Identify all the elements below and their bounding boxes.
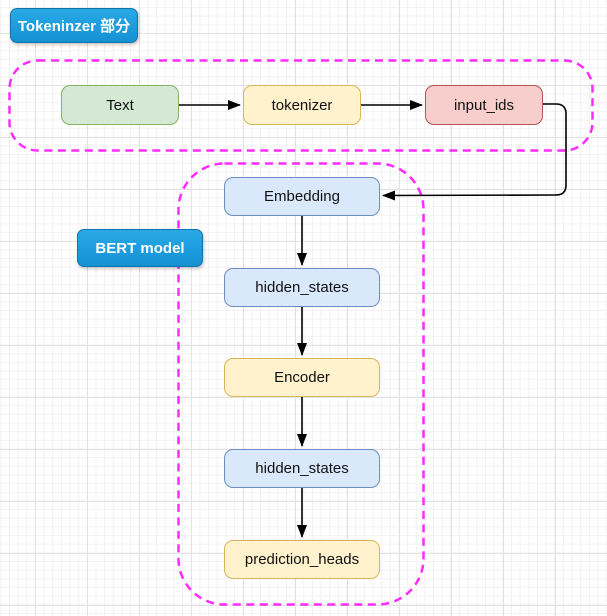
node-input-ids-label: input_ids	[453, 96, 515, 114]
node-hidden-states-1[interactable]: hidden_states	[224, 268, 380, 307]
node-prediction-heads-label: prediction_heads	[244, 551, 360, 568]
node-tokenizer[interactable]: tokenizer	[243, 85, 361, 125]
bert-group-outline	[177, 162, 425, 606]
bert-group-badge[interactable]: BERT model	[77, 229, 203, 267]
node-embedding-label: Embedding	[264, 188, 340, 205]
node-text-label: Text	[106, 96, 134, 114]
node-tokenizer-label: tokenizer	[271, 96, 333, 114]
tokenizer-group-badge[interactable]: Tokeninzer 部分	[10, 8, 138, 43]
node-embedding[interactable]: Embedding	[224, 177, 380, 216]
node-encoder[interactable]: Encoder	[224, 358, 380, 397]
node-text[interactable]: Text	[61, 85, 179, 125]
edge-input-ids-to-embedding	[382, 103, 567, 201]
tokenizer-group-outline	[8, 59, 594, 152]
node-prediction-heads[interactable]: prediction_heads	[224, 540, 380, 579]
node-hidden-states-2-label: hidden_states	[255, 460, 349, 477]
node-encoder-label: Encoder	[274, 369, 330, 386]
tokenizer-group-label: Tokeninzer 部分	[17, 18, 131, 35]
node-input-ids[interactable]: input_ids	[425, 85, 543, 125]
node-hidden-states-2[interactable]: hidden_states	[224, 449, 380, 488]
bert-group-label: BERT model	[95, 239, 185, 257]
node-hidden-states-1-label: hidden_states	[255, 279, 349, 296]
